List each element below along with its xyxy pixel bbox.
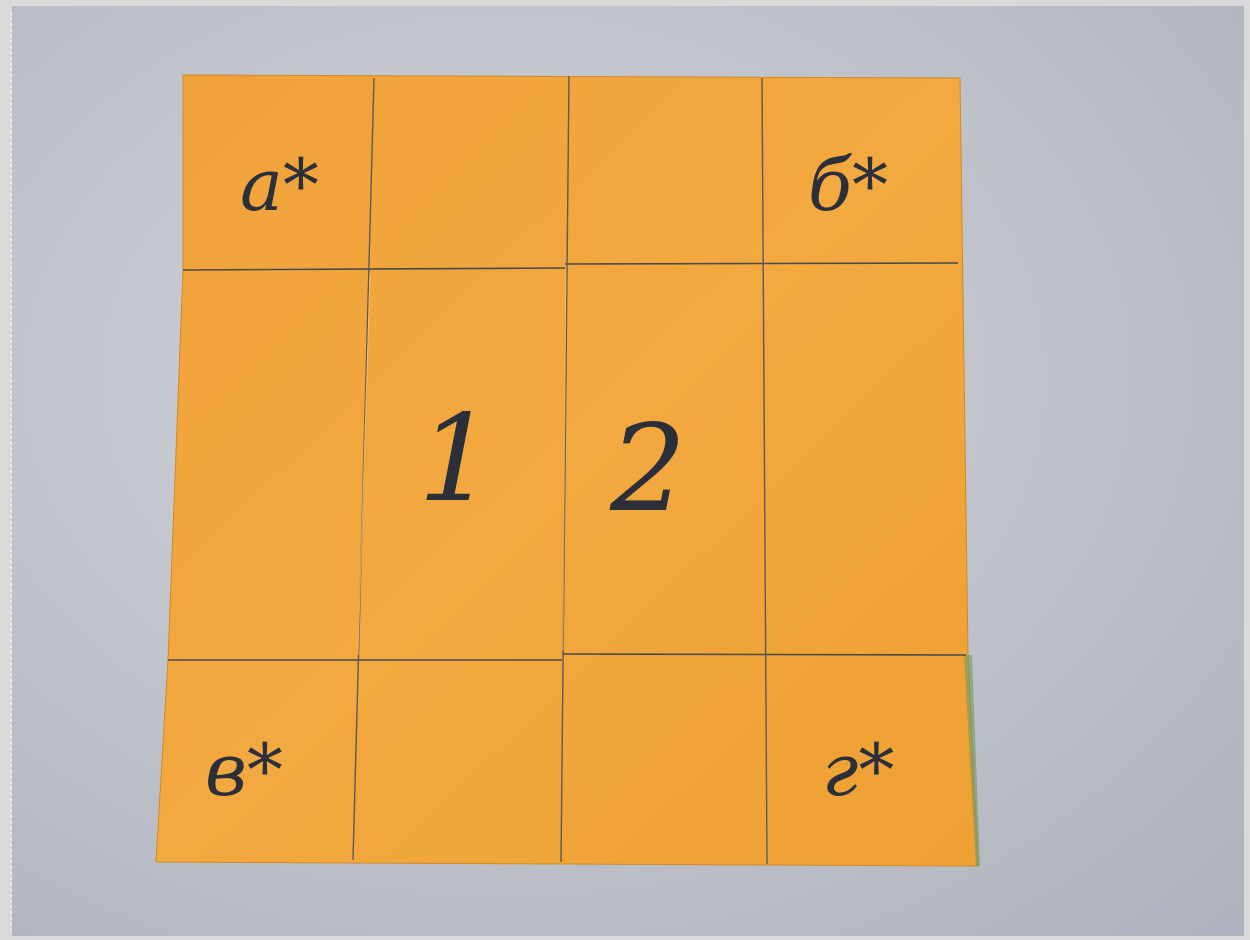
label-a: a* [240,143,319,227]
fold-line-bottom-right [562,654,966,655]
label-v: в* [205,728,283,812]
label-2: 2 [609,400,686,539]
label-g: г* [822,728,894,812]
label-1: 1 [418,390,494,529]
fold-line-top-right [565,263,958,264]
label-b: б* [808,143,888,227]
